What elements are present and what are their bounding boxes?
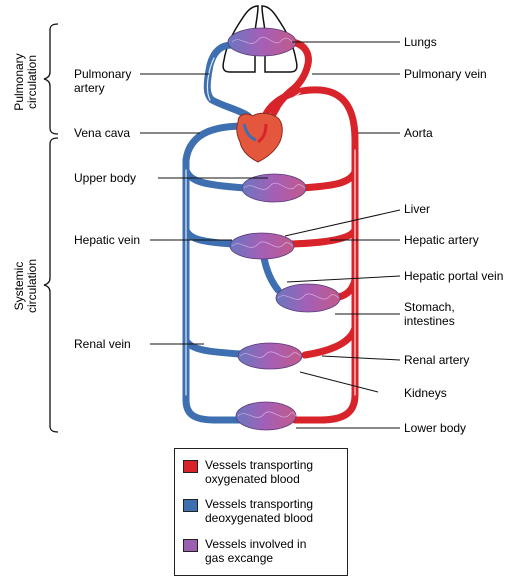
brackets (43, 23, 59, 433)
legend-item-deoxygenated: Vessels transporting deoxygenated blood (183, 497, 313, 525)
label-hepatic-portal-vein: Hepatic portal vein (404, 269, 504, 283)
label-stomach-intestines: Stomach, intestines (404, 300, 455, 328)
label-pulmonary-artery: Pulmonary artery (74, 67, 132, 95)
label-aorta: Aorta (404, 126, 433, 140)
kidney-capillaries (237, 342, 303, 370)
label-lungs: Lungs (404, 35, 437, 49)
pulmonary-circulation-label: Pulmonary circulation (12, 47, 41, 117)
legend: Vessels transporting oxygenated blood Ve… (174, 448, 348, 576)
legend-item-oxygenated: Vessels transporting oxygenated blood (183, 458, 313, 486)
vessel-highlights (185, 57, 356, 396)
systemic-circulation-text: Systemic circulation (12, 258, 39, 314)
heart (236, 112, 283, 163)
label-renal-artery: Renal artery (404, 353, 470, 367)
stomach-capillaries (275, 283, 341, 313)
lower-body-capillaries (235, 401, 297, 431)
pulmonary-circulation-text: Pulmonary circulation (12, 53, 39, 111)
systemic-bracket (43, 137, 59, 433)
label-pulmonary-vein: Pulmonary vein (404, 67, 487, 81)
liver-capillaries (229, 232, 295, 260)
upper-body-capillaries (241, 173, 307, 203)
lung-capillaries (227, 27, 297, 57)
legend-item-exchange: Vessels involved in gas excange (183, 537, 306, 565)
capillary-beds (227, 27, 341, 431)
legend-swatch-oxygenated (183, 460, 198, 473)
leader-lines (140, 41, 401, 429)
label-hepatic-vein: Hepatic vein (74, 233, 141, 247)
legend-text-exchange: Vessels involved in gas excange (205, 537, 307, 565)
label-vena-cava: Vena cava (74, 126, 131, 140)
label-hepatic-artery: Hepatic artery (404, 233, 479, 247)
label-renal-vein: Renal vein (74, 337, 131, 351)
pulmonary-bracket (43, 23, 59, 135)
legend-swatch-deoxygenated (183, 499, 198, 512)
label-lower-body: Lower body (404, 421, 467, 435)
label-upper-body: Upper body (74, 171, 137, 185)
capillary-mesh (231, 36, 340, 418)
label-kidneys: Kidneys (404, 386, 447, 400)
legend-text-oxygenated: Vessels transporting oxygenated blood (205, 458, 314, 486)
legend-text-deoxygenated: Vessels transporting deoxygenated blood (205, 497, 314, 525)
legend-swatch-exchange (183, 539, 198, 552)
label-liver: Liver (404, 202, 431, 216)
systemic-circulation-label: Systemic circulation (12, 251, 41, 321)
